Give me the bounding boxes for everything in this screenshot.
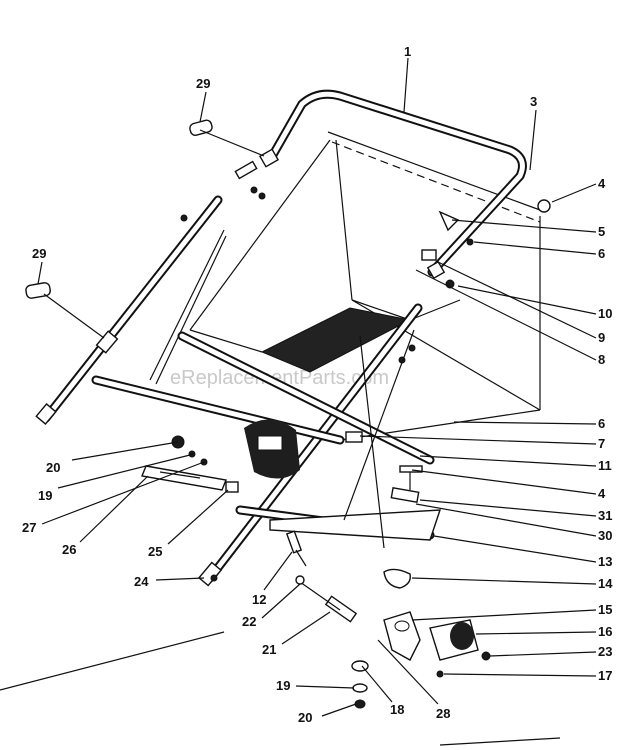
callout-3: 3 — [530, 94, 537, 109]
right-frame-tube — [205, 303, 423, 583]
callout-27: 27 — [22, 520, 36, 535]
callout-25: 25 — [148, 544, 162, 559]
callout-12: 12 — [252, 592, 266, 607]
callout-5: 5 — [598, 224, 605, 239]
gear-box — [244, 419, 300, 479]
callout-18: 18 — [390, 702, 404, 717]
callout-6-lower: 6 — [598, 416, 605, 431]
callout-19-bottom: 19 — [276, 678, 290, 693]
callout-31: 31 — [598, 508, 612, 523]
callout-15: 15 — [598, 602, 612, 617]
callout-21: 21 — [262, 642, 276, 657]
callout-8: 8 — [598, 352, 605, 367]
callout-29-top: 29 — [196, 76, 210, 91]
left-frame-tube — [41, 195, 227, 423]
callout-4-lower: 4 — [598, 486, 606, 501]
callout-19-left: 19 — [38, 488, 52, 503]
lower-frame-bar — [91, 329, 441, 549]
callout-10: 10 — [598, 306, 612, 321]
callout-22: 22 — [242, 614, 256, 629]
callout-13: 13 — [598, 554, 612, 569]
callout-29-left: 29 — [32, 246, 46, 261]
watermark: eReplacementParts.com — [170, 367, 389, 389]
callout-9: 9 — [598, 330, 605, 345]
callout-7: 7 — [598, 436, 605, 451]
callout-14: 14 — [598, 576, 613, 591]
callout-30: 30 — [598, 528, 612, 543]
callout-4: 4 — [598, 176, 606, 191]
callout-20-left: 20 — [46, 460, 60, 475]
callout-23: 23 — [598, 644, 612, 659]
callout-6: 6 — [598, 246, 605, 261]
callout-16: 16 — [598, 624, 612, 639]
callout-24: 24 — [134, 574, 149, 589]
callout-26: 26 — [62, 542, 76, 557]
callout-17: 17 — [598, 668, 612, 683]
callout-28: 28 — [436, 706, 450, 721]
callout-1: 1 — [404, 44, 411, 59]
handle-part-1 — [265, 89, 527, 280]
callout-labels: 1 3 4 5 6 10 9 8 6 7 11 4 31 30 13 14 15… — [22, 44, 613, 725]
leader-lines — [37, 57, 597, 717]
hardware — [0, 119, 561, 746]
callout-20-bottom: 20 — [298, 710, 312, 725]
callout-11: 11 — [598, 458, 612, 473]
